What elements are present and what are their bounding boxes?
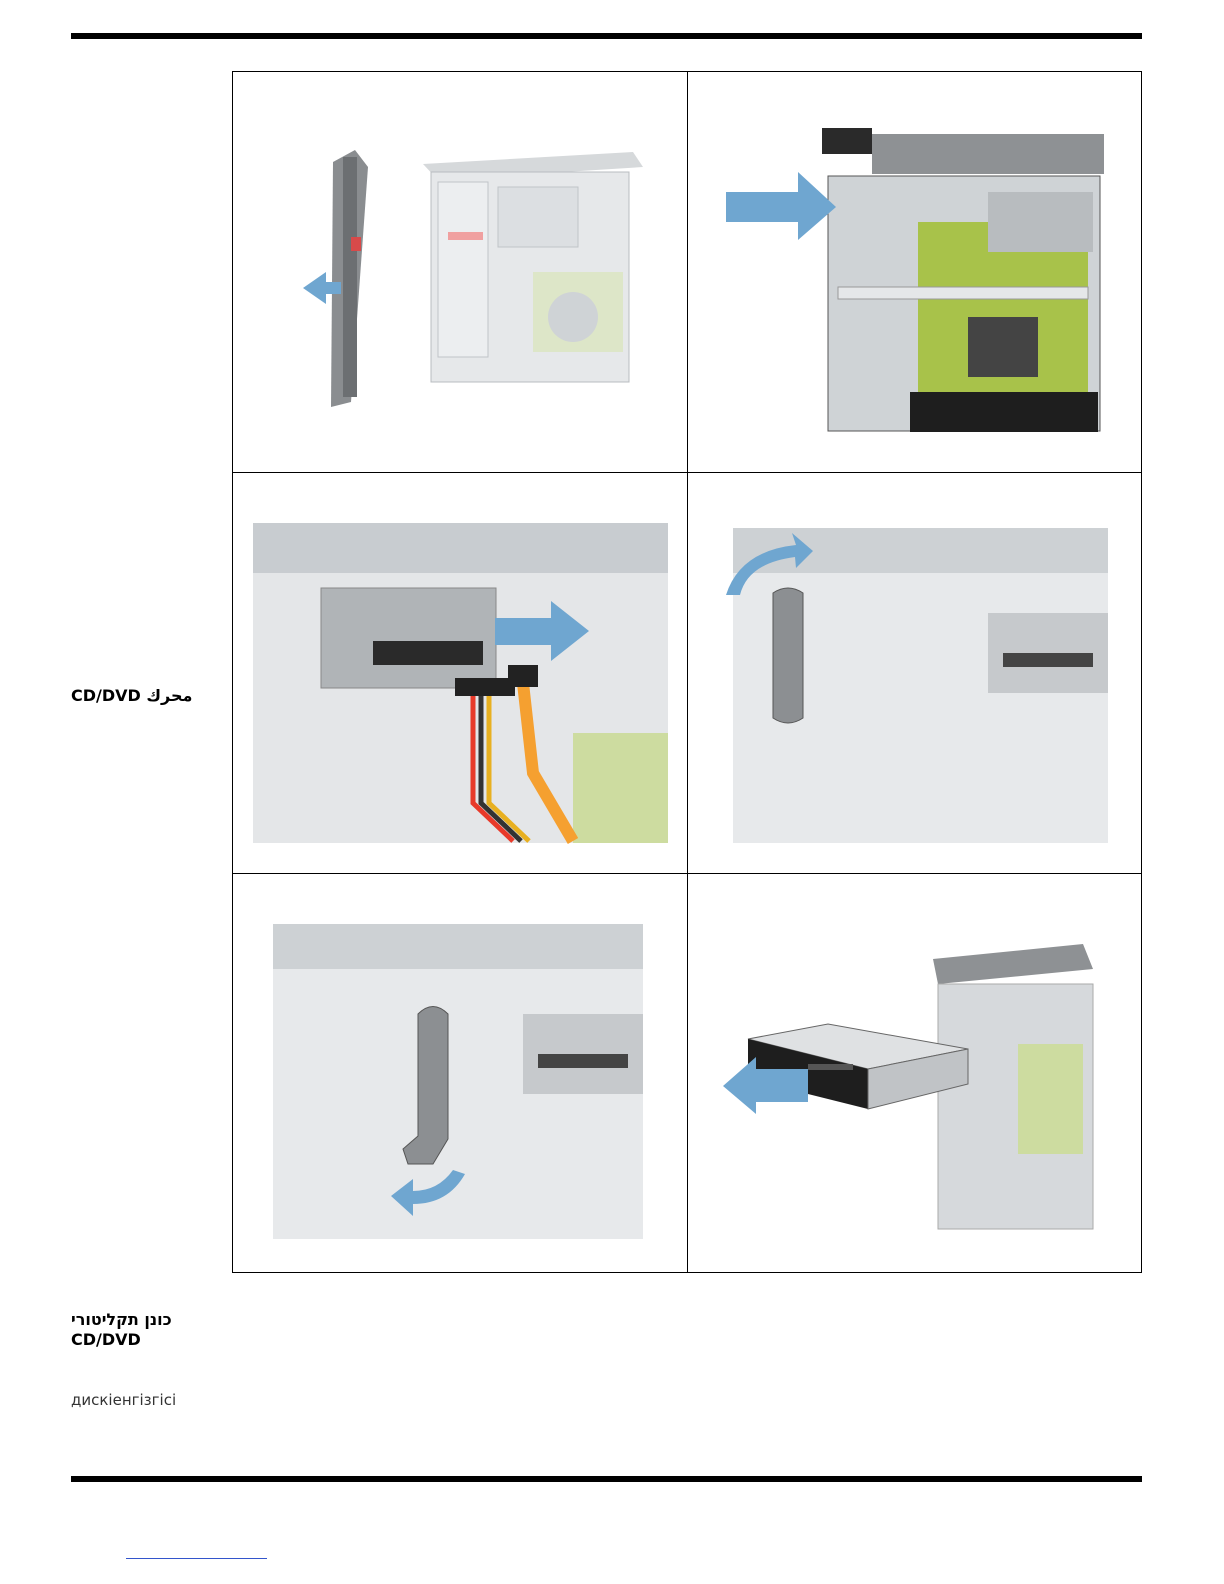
arabic-label: محرك CD/DVD: [71, 686, 192, 706]
hebrew-label-line2: CD/DVD: [71, 1330, 201, 1350]
kazakh-label: дискіенгізгісі: [71, 1390, 176, 1410]
figure-remove-bezel: [233, 72, 688, 473]
figure-press-latch: [233, 874, 688, 1272]
remove-front-bezel-illustration: [233, 72, 688, 473]
bottom-rule: [71, 1476, 1142, 1482]
footnote-separator: [126, 1558, 267, 1559]
figure-slide-drive: [688, 874, 1141, 1272]
press-latch-illustration: [233, 874, 688, 1272]
disconnect-cables-illustration: [233, 473, 688, 874]
hebrew-label-line1: כונן תקליטורי: [71, 1310, 201, 1330]
slide-out-drive-illustration: [688, 874, 1141, 1272]
hebrew-label: כונן תקליטורי CD/DVD: [71, 1310, 201, 1350]
figure-release-latch: [688, 473, 1141, 874]
figure-insert-panel: [688, 72, 1141, 473]
figure-disconnect-cables: [233, 473, 688, 874]
top-rule: [71, 33, 1142, 39]
illustration-grid: [232, 71, 1142, 1273]
insert-side-panel-illustration: [688, 72, 1141, 473]
release-latch-illustration: [688, 473, 1141, 874]
